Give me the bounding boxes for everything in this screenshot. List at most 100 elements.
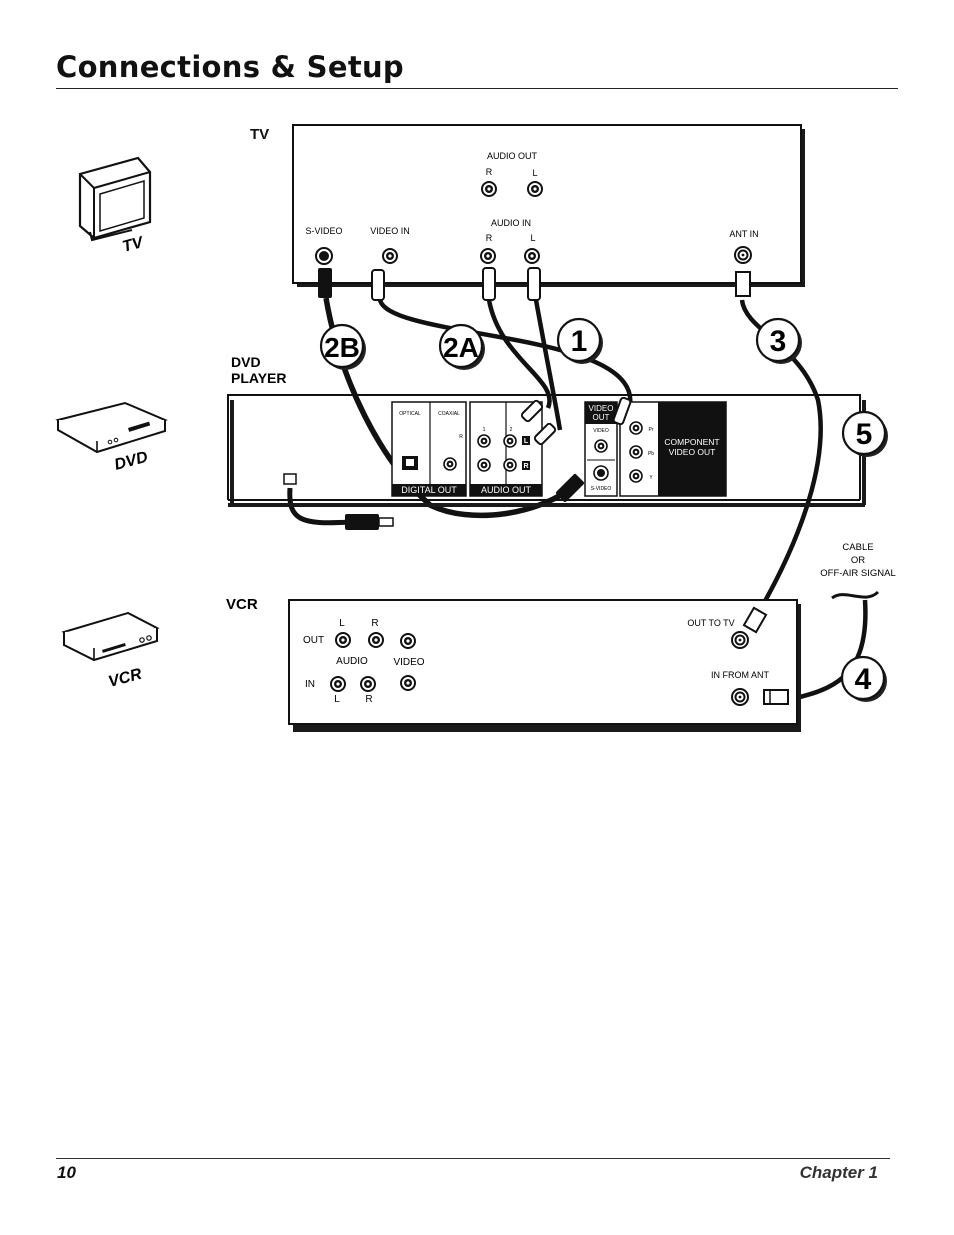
audio-plug-r — [482, 267, 496, 301]
dvd-pb-jack — [629, 445, 643, 459]
tv-panel: TV AUDIO OUT R L AUDIO IN R L S-VIDEO VI… — [250, 124, 805, 287]
dvd-audio-out-label: AUDIO OUT — [481, 485, 532, 495]
dvd-video-out-label-2: OUT — [593, 413, 610, 422]
dvd-audio-ch1-label: 1 — [483, 427, 486, 433]
tv-audio-out-label: AUDIO OUT — [487, 151, 538, 161]
dvd-icon: DVD — [55, 401, 168, 474]
dvd-video-out-label-1: VIDEO — [589, 404, 614, 413]
dvd-pr-jack — [629, 421, 643, 435]
vcr-audio-out-r-jack — [368, 632, 384, 648]
dvd-panel-label-2: PLAYER — [231, 370, 287, 386]
dvd-optical-label: OPTICAL — [399, 411, 421, 417]
tv-s-video-jack — [315, 247, 333, 265]
vcr-out-label: OUT — [303, 635, 324, 646]
tv-panel-label: TV — [250, 126, 269, 143]
dvd-audio-2-r-jack — [503, 458, 517, 472]
audio-cable-r — [486, 299, 552, 409]
signal-label-3: OFF-AIR SIGNAL — [820, 568, 895, 579]
signal-label-1: CABLE — [842, 542, 873, 553]
tv-audio-in-r-jack — [480, 248, 496, 264]
vcr-icon-label: VCR — [107, 666, 144, 691]
svg-text:5: 5 — [856, 418, 873, 451]
power-cord — [287, 487, 351, 526]
rf-plug-tv — [735, 271, 751, 297]
tv-plugs — [318, 267, 751, 301]
tv-audio-in-r-label: R — [486, 233, 493, 243]
dvd-y-jack — [629, 469, 643, 483]
dvd-coaxial-label: COAXIAL — [438, 411, 460, 417]
dvd-audio-2-l-jack — [503, 434, 517, 448]
dvd-audio-1-l-jack — [477, 434, 491, 448]
dvd-coaxial-jack — [443, 457, 457, 471]
tv-ant-in-jack — [734, 246, 752, 264]
step-badge-4: 4 — [840, 655, 889, 704]
step-badge-2a: 2A — [438, 323, 487, 372]
footer-rule — [56, 1158, 890, 1159]
video-plug — [371, 269, 385, 301]
dvd-s-video-label: S-VIDEO — [591, 486, 612, 492]
dvd-coaxial-r-label: R — [459, 434, 463, 440]
tv-audio-in-l-label: L — [530, 233, 535, 243]
vcr-panel: VCR L R OUT AUDIO VIDEO IN L R OUT TO TV… — [226, 596, 801, 732]
svg-text:1: 1 — [571, 325, 588, 358]
audio-plug-l — [527, 267, 541, 301]
title-rule — [56, 88, 898, 89]
dvd-panel: DVD PLAYER OPTICAL COAXIAL R DIGITAL OUT… — [227, 354, 866, 507]
tv-icon: TV — [78, 156, 152, 256]
vcr-l-top-label: L — [339, 618, 345, 629]
tv-video-in-label: VIDEO IN — [370, 226, 410, 236]
dvd-s-video-jack — [593, 465, 609, 481]
dvd-pr-label: Pr — [649, 427, 654, 433]
dvd-plugs — [345, 396, 632, 530]
vcr-audio-in-l-jack — [330, 676, 346, 692]
dvd-audio-ch2-label: 2 — [510, 427, 513, 433]
step-badge-5: 5 — [841, 410, 890, 459]
signal-source: CABLE OR OFF-AIR SIGNAL — [820, 542, 895, 579]
page-title: Connections & Setup — [56, 50, 404, 84]
dvd-pb-label: Pb — [648, 451, 654, 457]
vcr-out-to-tv-jack — [731, 631, 749, 649]
page-number: 10 — [57, 1163, 76, 1182]
tv-icon-label: TV — [121, 234, 146, 256]
vcr-video-label: VIDEO — [393, 657, 424, 668]
vcr-audio-in-r-jack — [360, 676, 376, 692]
signal-label-2: OR — [851, 555, 865, 566]
dvd-audio-1-r-jack — [477, 458, 491, 472]
audio-cable-l — [533, 299, 563, 431]
vcr-l-bottom-label: L — [334, 694, 340, 705]
power-plug — [345, 514, 379, 530]
dvd-power-socket — [283, 473, 297, 485]
tv-ant-in-label: ANT IN — [729, 229, 758, 239]
vcr-plugs — [742, 606, 789, 705]
dvd-icon-label: DVD — [113, 449, 150, 474]
svg-text:2A: 2A — [443, 332, 479, 363]
tv-audio-out-r-jack — [481, 181, 497, 197]
vcr-icon: VCR — [61, 611, 160, 691]
vcr-panel-label: VCR — [226, 596, 258, 613]
step-badge-2b: 2B — [319, 323, 368, 372]
vcr-audio-out-l-jack — [335, 632, 351, 648]
dvd-digital-out-label: DIGITAL OUT — [401, 485, 457, 495]
dvd-component-label-2: VIDEO OUT — [669, 447, 716, 457]
dvd-component-label-1: COMPONENT — [664, 437, 719, 447]
svg-text:2B: 2B — [324, 332, 360, 363]
dvd-video-jack — [594, 439, 608, 453]
vcr-r-top-label: R — [371, 618, 378, 629]
vcr-audio-label: AUDIO — [336, 656, 368, 667]
vcr-r-bottom-label: R — [365, 694, 372, 705]
step-badge-3: 3 — [755, 317, 804, 366]
s-video-plug — [318, 268, 332, 298]
dvd-video-label: VIDEO — [593, 428, 609, 434]
tv-s-video-label: S-VIDEO — [305, 226, 342, 236]
vcr-in-label: IN — [305, 679, 315, 690]
tv-audio-out-l-label: L — [532, 168, 537, 178]
svg-text:3: 3 — [770, 325, 787, 358]
vcr-video-out-jack — [400, 633, 416, 649]
vcr-out-to-tv-label: OUT TO TV — [687, 618, 734, 628]
chapter-label: Chapter 1 — [799, 1163, 878, 1182]
tv-audio-in-l-jack — [524, 248, 540, 264]
tv-audio-in-label: AUDIO IN — [491, 218, 531, 228]
tv-video-in-jack — [382, 248, 398, 264]
dvd-audio-l-badge: L — [524, 438, 529, 445]
